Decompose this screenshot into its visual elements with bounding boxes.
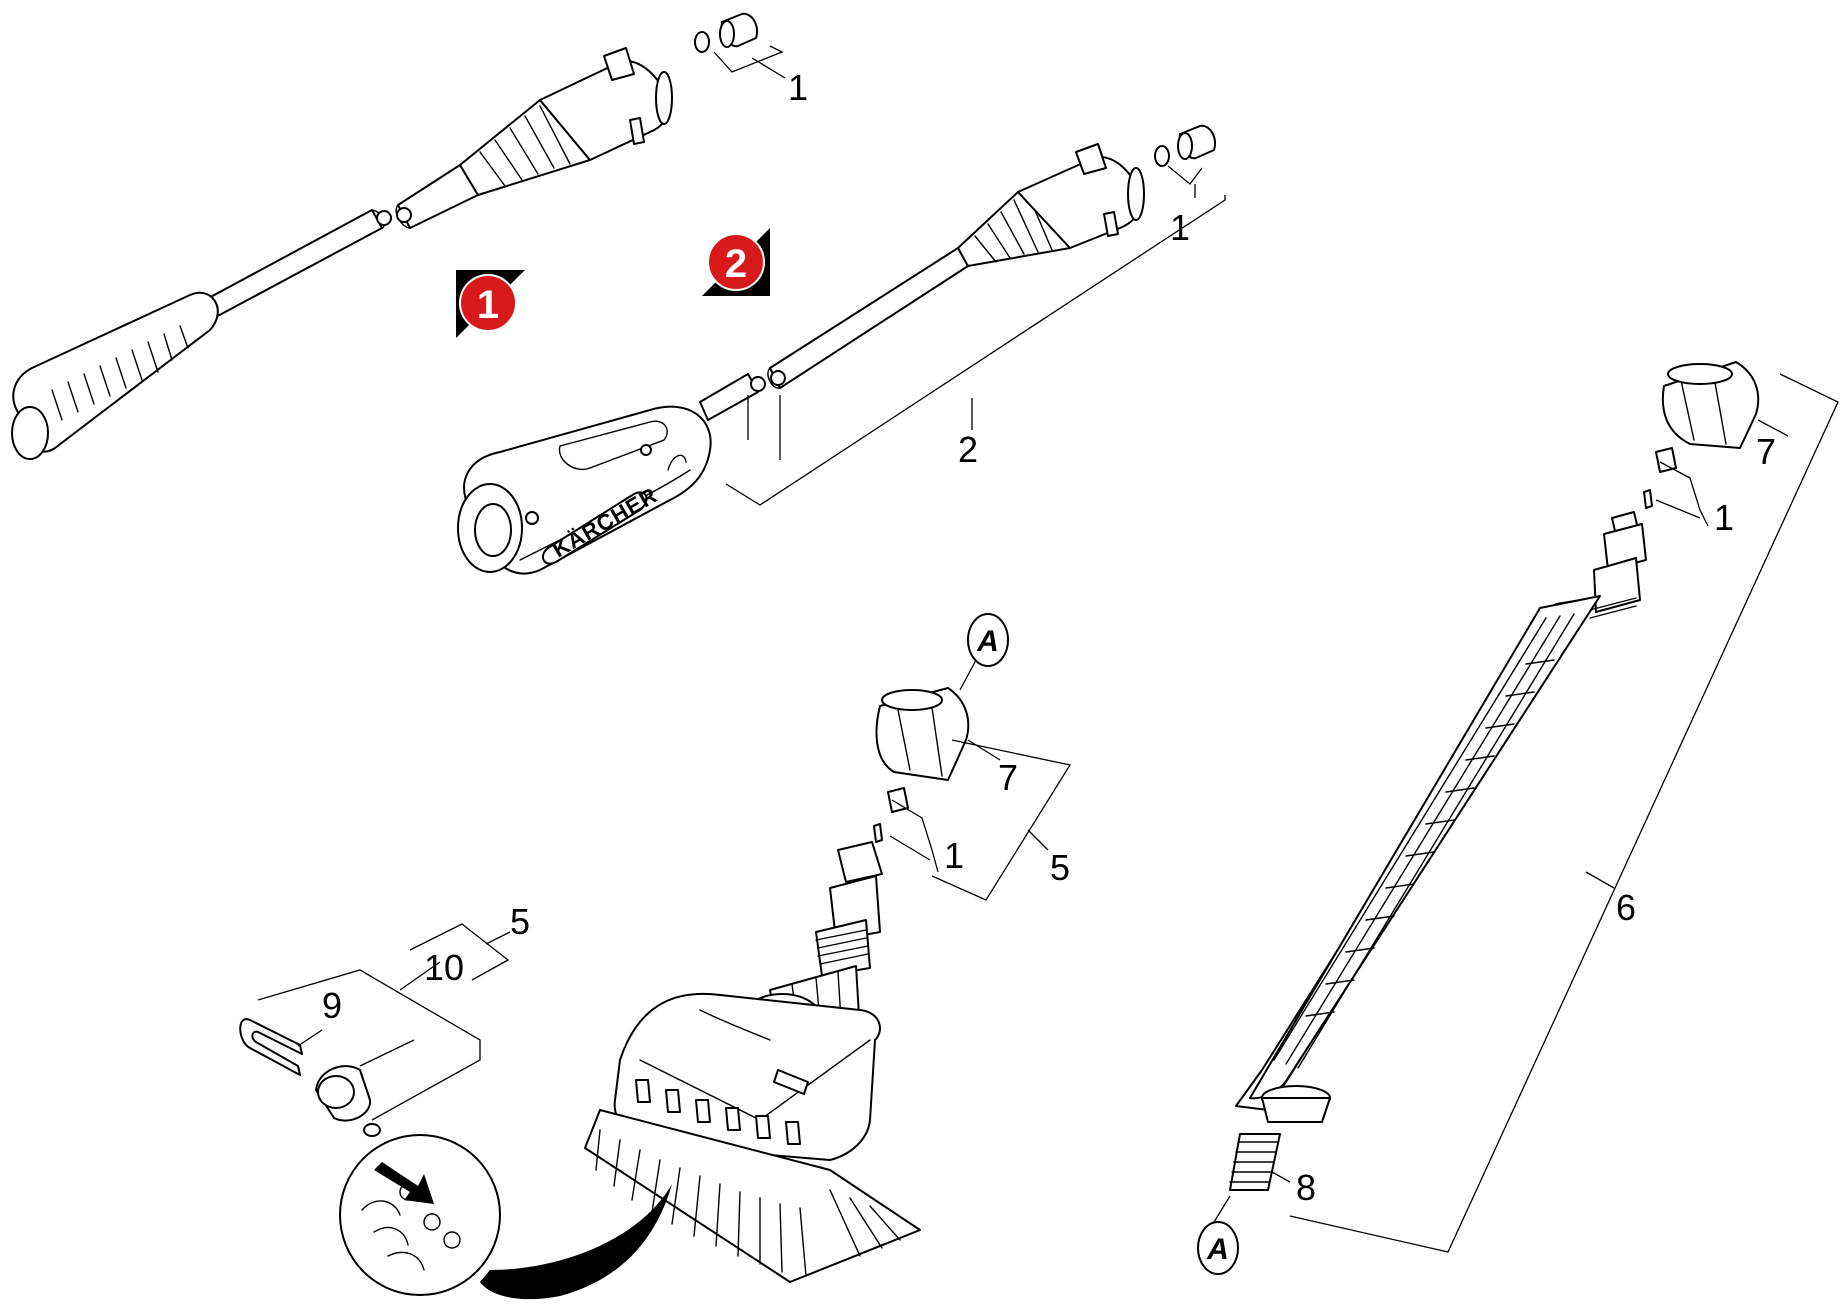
brand-plate — [541, 491, 648, 565]
svg-text:1: 1 — [477, 283, 499, 327]
callout-1-brush: 1 — [944, 835, 964, 876]
callout-1-top: 1 — [788, 67, 808, 108]
svg-text:2: 2 — [725, 242, 747, 286]
callout-9: 9 — [322, 985, 342, 1026]
callout-7-brush: 7 — [998, 757, 1018, 798]
callout-7-tube: 7 — [1756, 431, 1776, 472]
callout-1-tube: 1 — [1714, 497, 1734, 538]
reference-marker-a-bottom: A — [1197, 1195, 1239, 1275]
detail-circle — [339, 1134, 501, 1296]
callout-6: 6 — [1616, 887, 1636, 928]
callout-10: 10 — [424, 947, 464, 988]
badge-circle — [459, 274, 517, 332]
brush-bristles — [584, 1109, 921, 1283]
variant-badge-2: 2 — [702, 228, 770, 296]
u-clip — [239, 1018, 303, 1076]
union-nut — [875, 687, 970, 781]
callout-5-nozzle: 5 — [510, 901, 530, 942]
callout-1-second: 1 — [1170, 207, 1190, 248]
detail-pointer-arrow — [480, 1184, 672, 1300]
svg-text:A: A — [1206, 1233, 1229, 1266]
extension-tube-assembly: 7 1 8 — [1229, 361, 1839, 1253]
o-ring — [1154, 145, 1170, 167]
brush-assembly: 7 1 5 — [239, 687, 1072, 1300]
lance-assembly-2: 1 KÄRCHER 2 — [457, 124, 1226, 575]
o-ring — [694, 31, 710, 53]
o-ring-small — [363, 1123, 381, 1137]
svg-text:A: A — [976, 625, 999, 658]
lance-assembly-1: 1 — [11, 12, 808, 460]
callout-2: 2 — [958, 429, 978, 470]
variant-badge-1: 1 — [456, 270, 525, 338]
callout-5-brush: 5 — [1050, 847, 1070, 888]
insert-arrow — [374, 1162, 434, 1204]
reference-marker-a-top: A — [959, 613, 1009, 691]
callout-8: 8 — [1296, 1167, 1316, 1208]
